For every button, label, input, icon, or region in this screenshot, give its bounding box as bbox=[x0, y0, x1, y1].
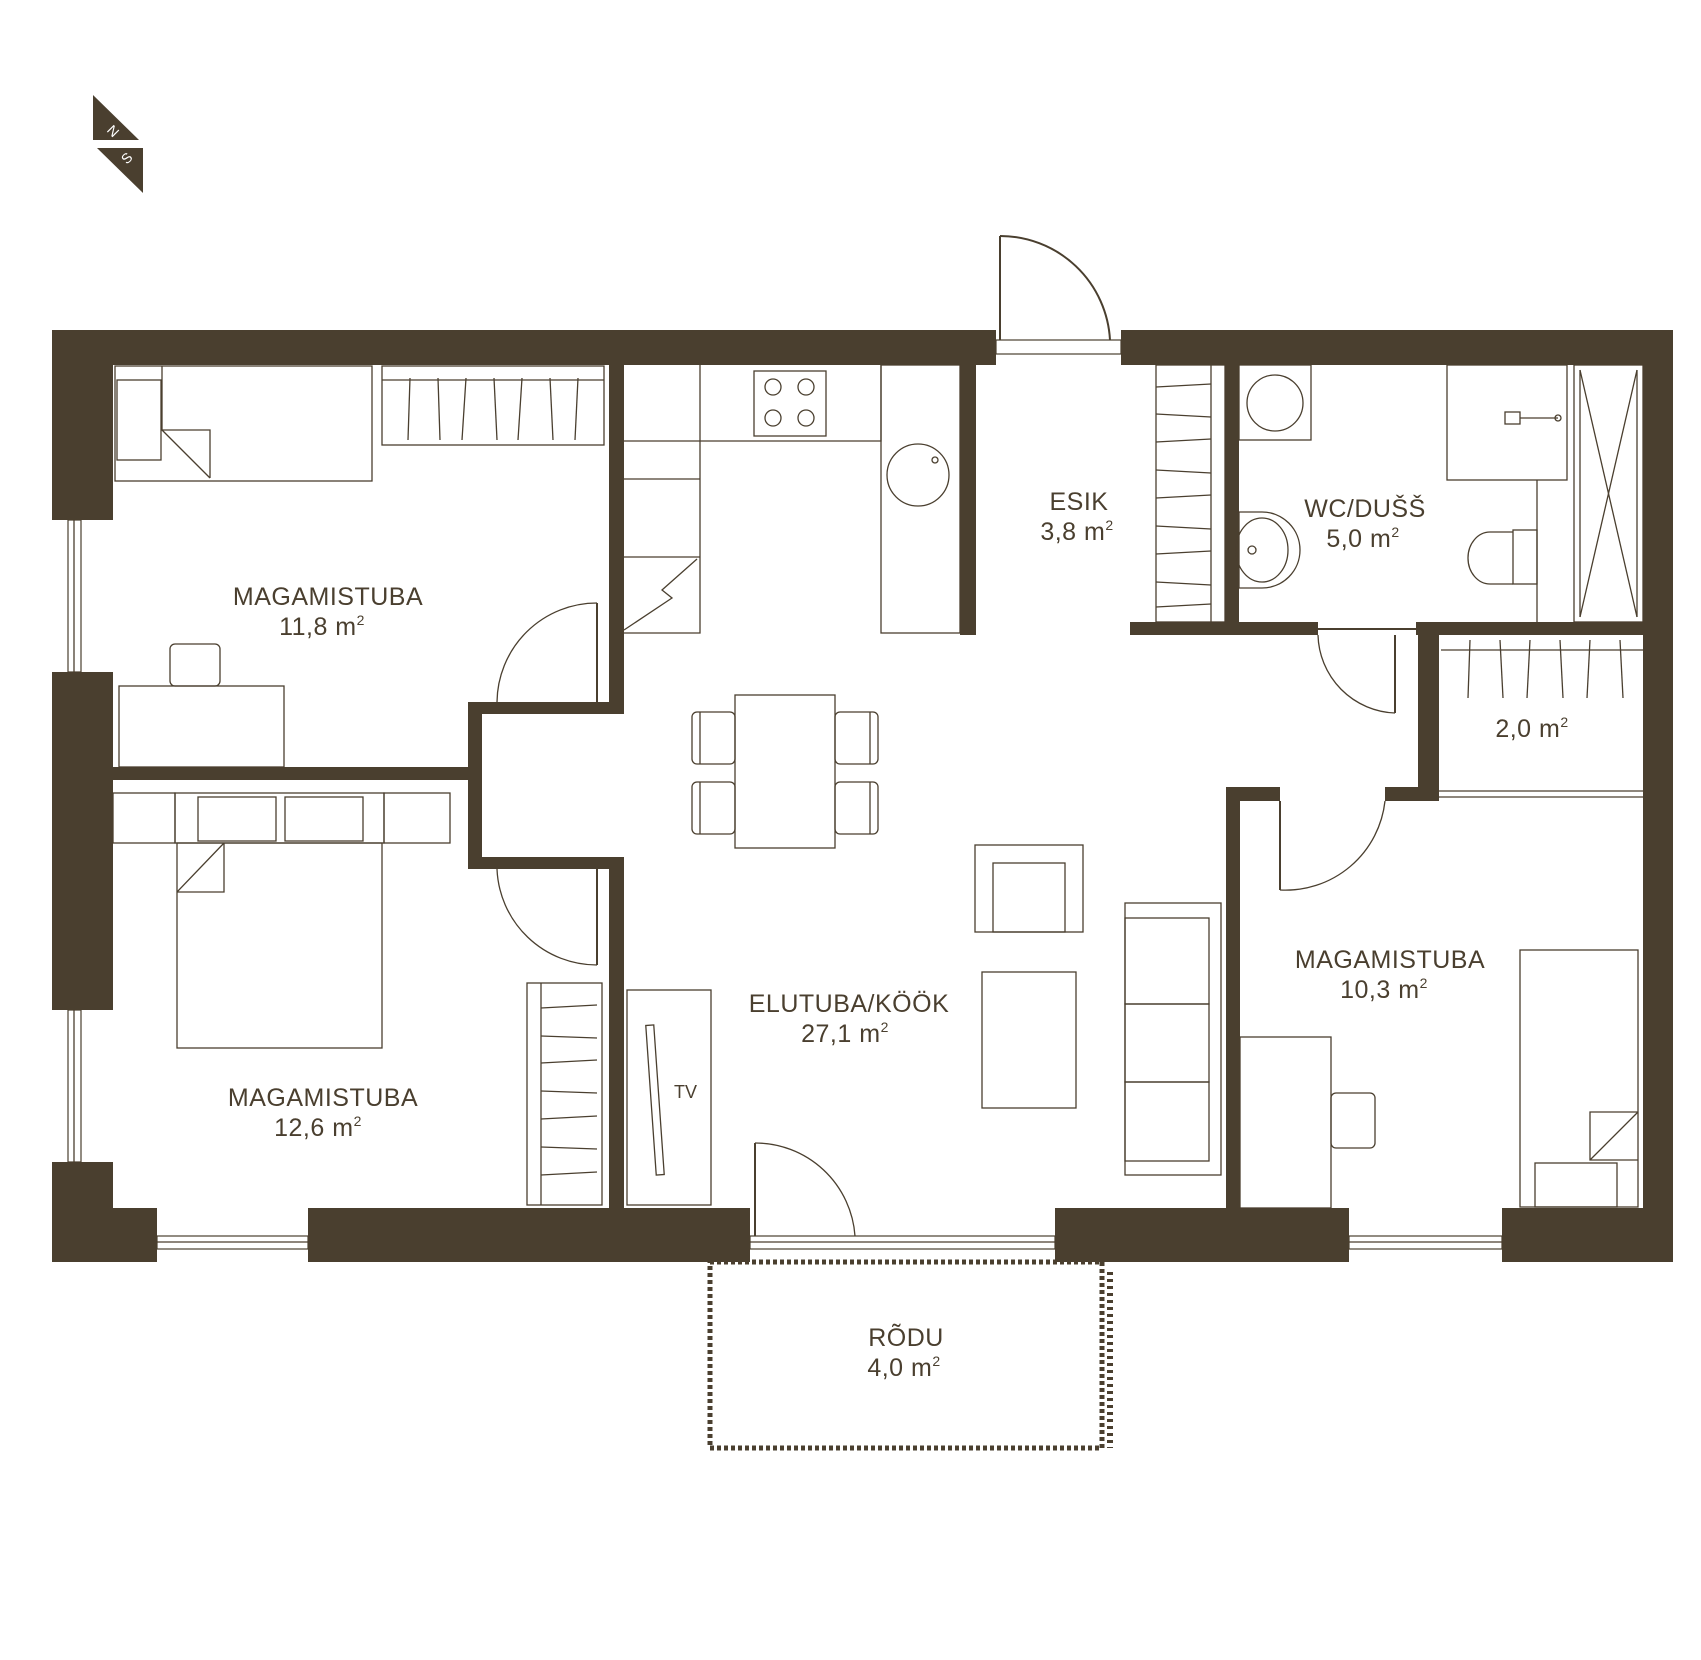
room-name: MAGAMISTUBA bbox=[228, 1084, 418, 1112]
shelves-sw bbox=[112, 792, 451, 844]
room-area-unit: 2 bbox=[1560, 714, 1568, 730]
door-balcony[interactable] bbox=[754, 1142, 856, 1237]
kitchen-counter bbox=[623, 364, 961, 634]
washbasin bbox=[1235, 511, 1301, 589]
kitchen-sink bbox=[886, 443, 950, 507]
door-bedroom-sw[interactable] bbox=[496, 868, 598, 966]
room-area-unit: 2 bbox=[881, 1019, 889, 1035]
desk-nw bbox=[118, 643, 285, 768]
door-storage[interactable] bbox=[1439, 790, 1643, 798]
door-bedroom-e[interactable] bbox=[1279, 800, 1386, 891]
svg-text:27,1 m2: 27,1 m2 bbox=[801, 1019, 889, 1048]
svg-text:4,0 m2: 4,0 m2 bbox=[867, 1353, 940, 1382]
room-area: 27,1 m bbox=[801, 1020, 880, 1048]
room-area: 12,6 m bbox=[274, 1114, 353, 1142]
room-name: MAGAMISTUBA bbox=[233, 583, 423, 611]
compass-icon: N S bbox=[93, 95, 143, 193]
svg-text:3,8 m2: 3,8 m2 bbox=[1040, 517, 1113, 546]
room-area: 11,8 m bbox=[279, 613, 357, 641]
svg-text:11,8 m2: 11,8 m2 bbox=[279, 612, 365, 641]
svg-text:5,0 m2: 5,0 m2 bbox=[1326, 524, 1399, 553]
bed-e bbox=[1519, 949, 1639, 1208]
door-bathroom[interactable] bbox=[1317, 628, 1416, 714]
room-area: 5,0 m bbox=[1326, 525, 1391, 553]
bed-sw bbox=[176, 842, 383, 1049]
entrance-door[interactable] bbox=[995, 234, 1122, 355]
wardrobe-sw bbox=[526, 982, 603, 1206]
room-name: WC/DUŠŠ bbox=[1304, 494, 1426, 523]
balcony bbox=[707, 1259, 1113, 1451]
desk-e bbox=[1239, 1036, 1376, 1209]
bed-nw bbox=[114, 365, 373, 482]
armchair bbox=[974, 844, 1084, 933]
wardrobe-hall bbox=[1155, 364, 1226, 623]
shower bbox=[1446, 364, 1568, 481]
room-area: 3,8 m bbox=[1040, 518, 1105, 546]
room-area-unit: 2 bbox=[357, 612, 365, 628]
wardrobe-nw bbox=[381, 365, 605, 446]
windows bbox=[67, 519, 1503, 1250]
cooktop bbox=[753, 370, 827, 437]
room-label-bathroom: WC/DUŠŠ 5,0 m2 bbox=[1304, 494, 1426, 553]
room-label-balcony: RÕDU 4,0 m2 bbox=[867, 1323, 943, 1382]
dining-table bbox=[691, 694, 879, 849]
walls bbox=[52, 330, 1673, 1262]
room-area-unit: 2 bbox=[932, 1353, 940, 1369]
svg-text:2,0 m2: 2,0 m2 bbox=[1495, 714, 1568, 743]
room-area-unit: 2 bbox=[1420, 975, 1428, 991]
tv-label: TV bbox=[674, 1082, 697, 1102]
storage-shelves bbox=[1441, 639, 1643, 699]
room-name: ESIK bbox=[1050, 488, 1109, 516]
washing-machine bbox=[1238, 364, 1312, 441]
coffee-table bbox=[981, 971, 1077, 1109]
room-name: ELUTUBA/KÖÖK bbox=[749, 990, 950, 1018]
room-label-storage: 2,0 m2 bbox=[1495, 714, 1568, 743]
room-area: 10,3 m bbox=[1340, 976, 1419, 1004]
room-area: 2,0 m bbox=[1495, 715, 1560, 743]
tv-unit: TV bbox=[626, 989, 712, 1206]
room-area-unit: 2 bbox=[354, 1113, 362, 1129]
room-name: RÕDU bbox=[868, 1323, 944, 1352]
room-label-hall: ESIK 3,8 m2 bbox=[1040, 488, 1113, 546]
svg-text:12,6 m2: 12,6 m2 bbox=[274, 1113, 362, 1142]
room-label-bedroom-e: MAGAMISTUBA 10,3 m2 bbox=[1295, 946, 1485, 1004]
room-label-bedroom-sw: MAGAMISTUBA 12,6 m2 bbox=[228, 1084, 418, 1142]
room-area: 4,0 m bbox=[867, 1354, 932, 1382]
room-label-bedroom-nw: MAGAMISTUBA 11,8 m2 bbox=[233, 583, 423, 641]
door-bedroom-nw[interactable] bbox=[496, 602, 598, 703]
room-name: MAGAMISTUBA bbox=[1295, 946, 1485, 974]
room-label-living-kitchen: ELUTUBA/KÖÖK 27,1 m2 bbox=[749, 990, 950, 1048]
cabinet-bath bbox=[1573, 364, 1644, 623]
svg-text:10,3 m2: 10,3 m2 bbox=[1340, 975, 1428, 1004]
room-area-unit: 2 bbox=[1391, 524, 1399, 540]
room-area-unit: 2 bbox=[1105, 517, 1113, 533]
toilet bbox=[1467, 480, 1538, 622]
sofa bbox=[1124, 902, 1222, 1176]
